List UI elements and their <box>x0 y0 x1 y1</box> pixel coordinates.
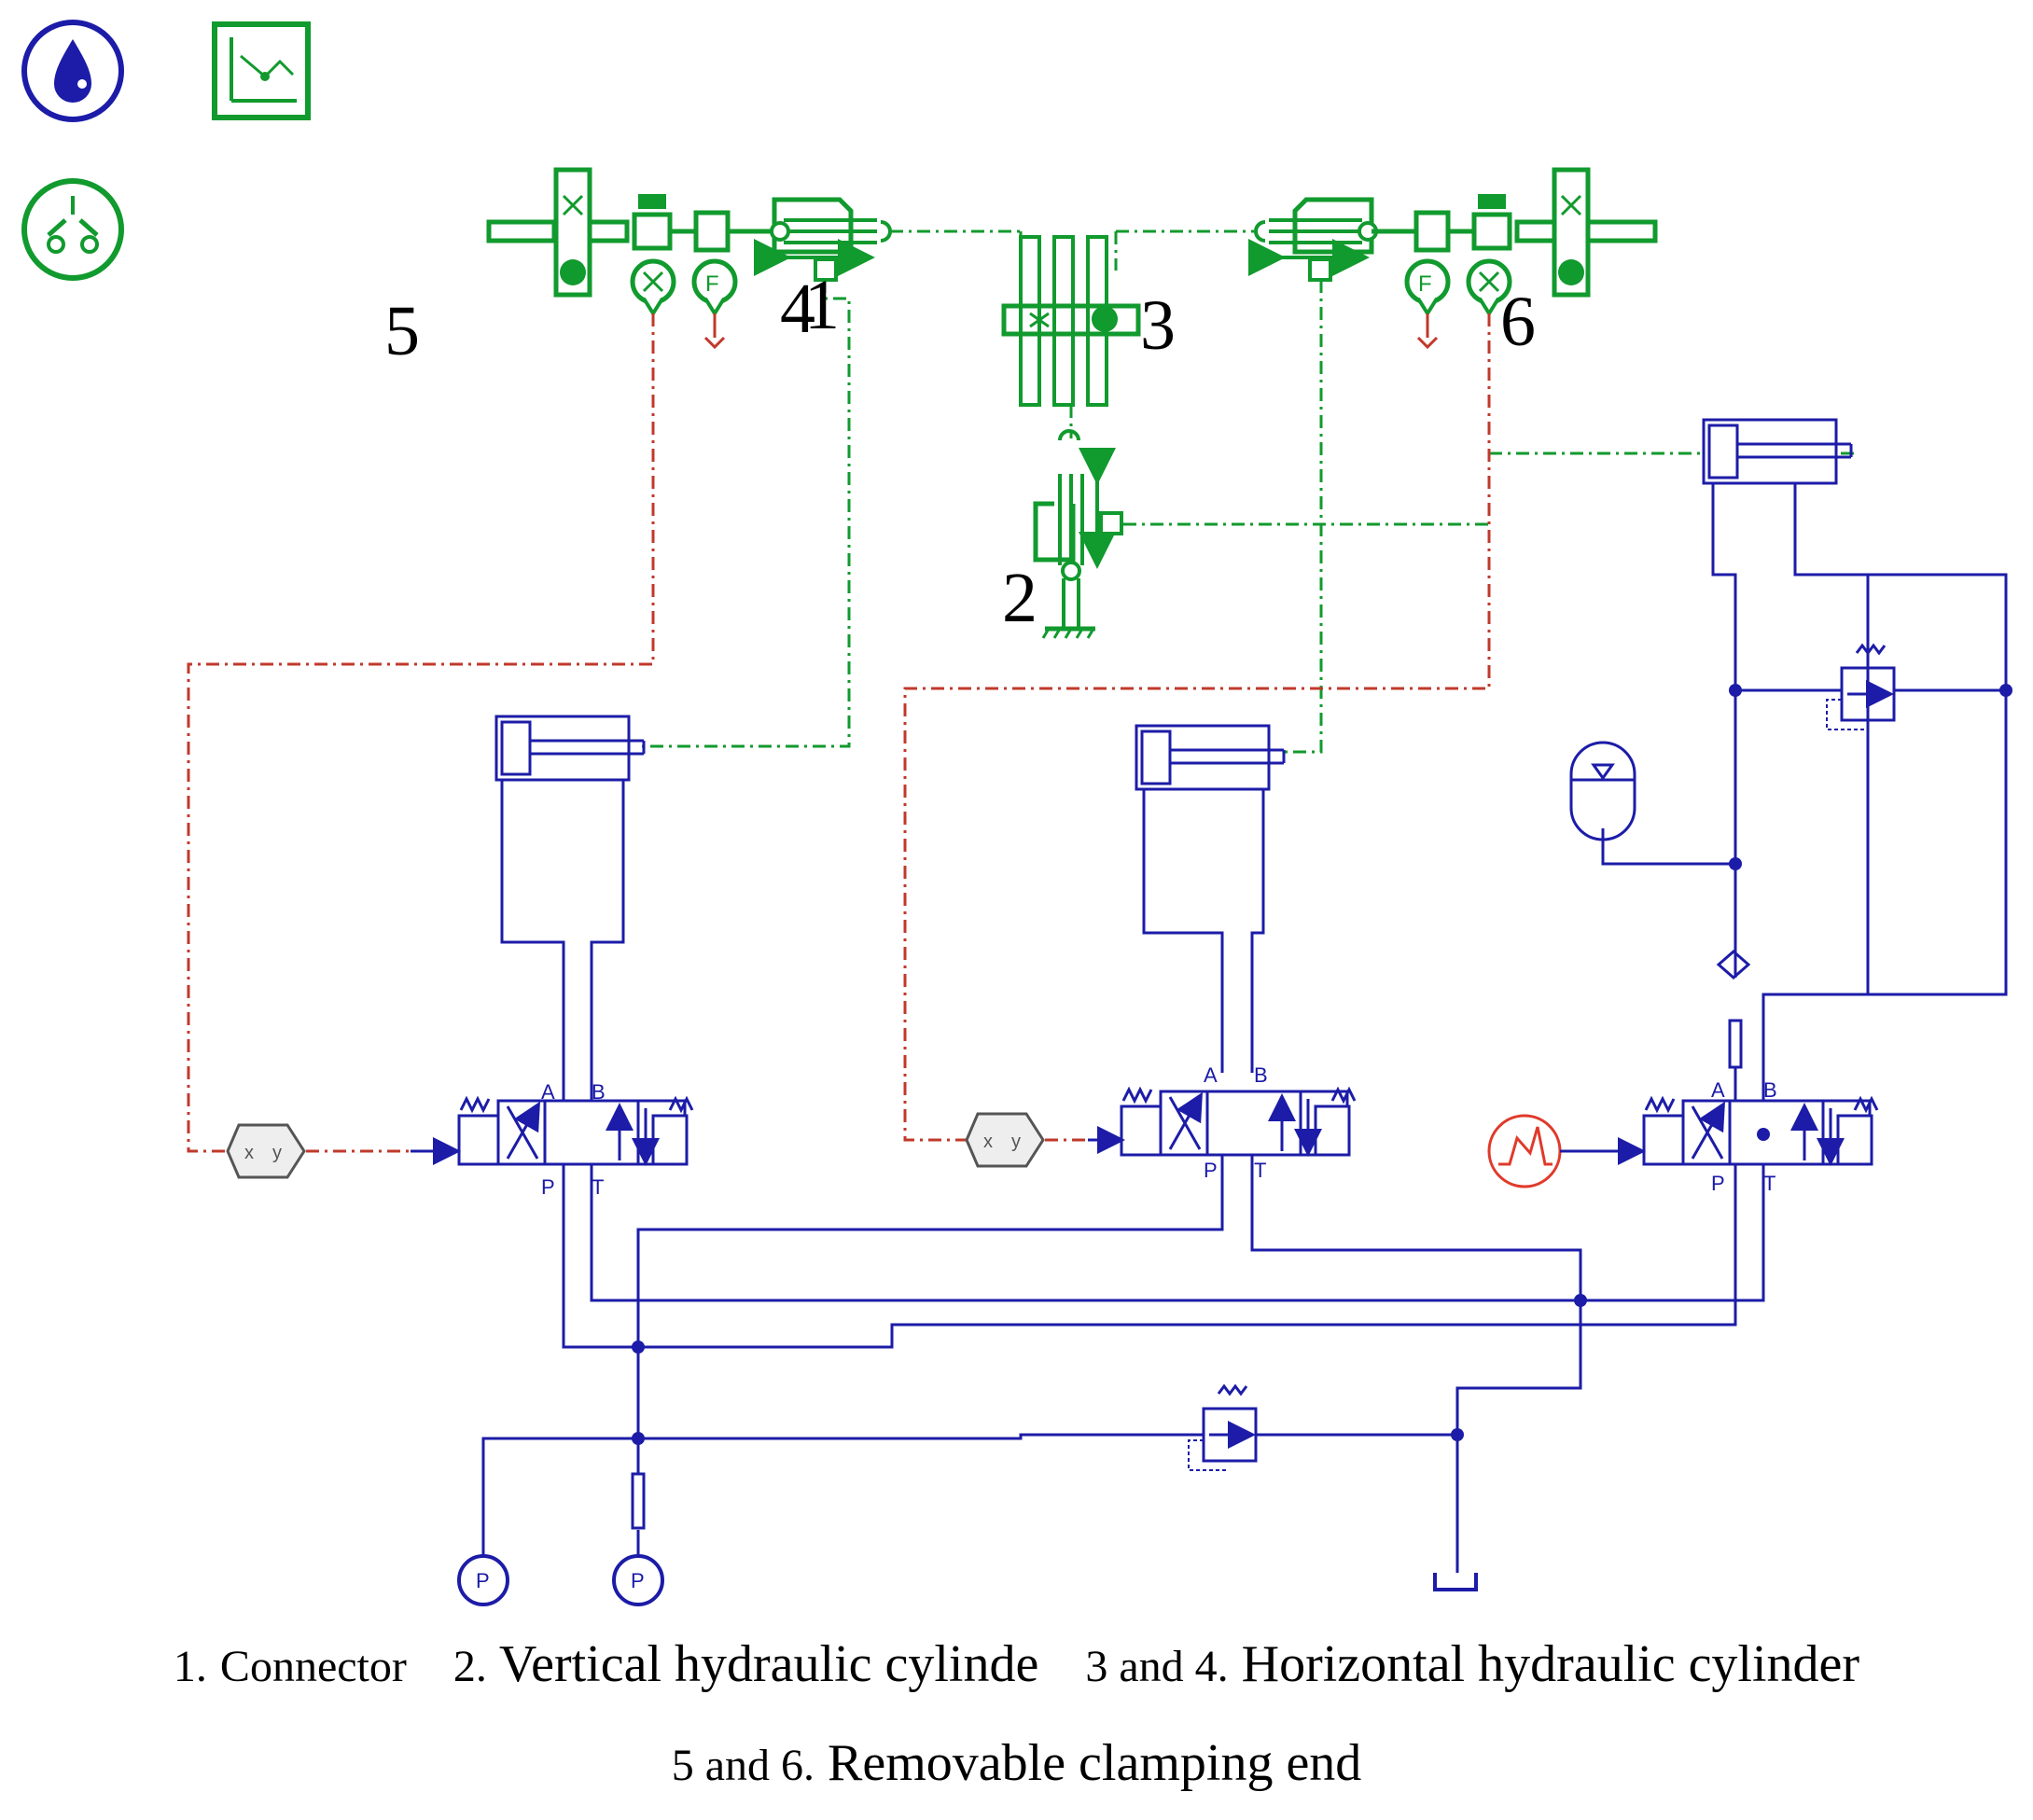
svg-text:F: F <box>1418 271 1432 297</box>
pump-left[interactable]: P <box>457 1554 509 1606</box>
port-b-left: B <box>592 1080 606 1104</box>
relief-valve-right[interactable] <box>1826 643 1896 730</box>
port-t-left: T <box>592 1175 604 1199</box>
caption-line-1: 1. Connector 2. Vertical hydraulic cylin… <box>0 1634 2033 1694</box>
hydraulic-cylinder-middle[interactable] <box>1135 724 1286 791</box>
port-b-right: B <box>1763 1078 1777 1102</box>
central-joint-block[interactable] <box>1001 235 1141 407</box>
horizontal-cylinder-right[interactable] <box>1248 197 1378 282</box>
port-a-middle: A <box>1204 1063 1218 1087</box>
caption-item-2-number: 2. <box>453 1642 487 1691</box>
label-left-clamping-end: 5 <box>384 292 420 370</box>
label-vertical-cylinder: 2 <box>1002 559 1037 637</box>
label-connector: 1 <box>804 266 840 344</box>
converter-y-label-middle: y <box>1011 1132 1021 1152</box>
hydraulic-cylinder-right[interactable] <box>1702 418 1853 485</box>
converter-x-label-left: x <box>244 1143 254 1163</box>
signal-source-icon[interactable] <box>1487 1114 1646 1188</box>
pump-left-label: P <box>476 1569 490 1592</box>
caption-item-1-text: Connector <box>219 1642 407 1691</box>
caption-item-2-text: Vertical hydraulic cylinde <box>498 1635 1039 1693</box>
caption-item-1-number: 1. <box>173 1642 207 1691</box>
hydraulic-cylinder-left[interactable] <box>494 715 646 782</box>
caption-item-3-number: 3 and 4. <box>1085 1642 1229 1691</box>
caption-item-5-6-text: Removable clamping end <box>828 1734 1362 1792</box>
valve-port-labels: A B P T A B P T A B P T <box>541 1063 1777 1199</box>
junction-dots <box>632 684 2012 1445</box>
svg-text:F: F <box>705 271 719 297</box>
signal-converter-middle[interactable]: x y <box>965 1112 1045 1168</box>
directional-valve-right[interactable] <box>1642 1099 1879 1166</box>
port-b-middle: B <box>1254 1063 1268 1087</box>
caption-item-5-6-number: 5 and 6. <box>671 1741 815 1790</box>
directional-valve-middle[interactable] <box>1120 1090 1357 1157</box>
pump-right-label: P <box>631 1569 645 1592</box>
tank-icon <box>1433 1573 1478 1591</box>
port-p-right: P <box>1711 1172 1725 1195</box>
accumulator-icon[interactable] <box>1569 741 1636 841</box>
converter-x-label-middle: x <box>983 1132 993 1152</box>
hydraulic-fluid-icon[interactable] <box>21 20 124 122</box>
horizontal-cylinder-left[interactable] <box>754 197 892 282</box>
port-p-middle: P <box>1204 1159 1218 1182</box>
caption-line-2: 5 and 6. Removable clamping end <box>0 1733 2033 1793</box>
label-horizontal-cylinder: 4 <box>780 270 815 348</box>
label-joint-block: 3 <box>1140 286 1176 365</box>
caption-item-3-text: Horizontal hydraulic cylinder <box>1241 1635 1860 1693</box>
mechanical-connections <box>640 229 1857 754</box>
check-valve-icon[interactable] <box>1716 950 1751 979</box>
signal-connections <box>187 313 1491 1153</box>
hydraulic-lines <box>481 483 2008 1573</box>
port-t-right: T <box>1763 1172 1775 1195</box>
port-a-left: A <box>541 1080 555 1104</box>
converter-y-label-left: y <box>272 1143 282 1163</box>
port-a-right: A <box>1711 1078 1725 1102</box>
plot-icon[interactable] <box>212 21 311 120</box>
port-t-middle: T <box>1254 1159 1266 1182</box>
planar-mechanics-icon[interactable] <box>21 178 124 281</box>
directional-valve-left[interactable] <box>457 1082 694 1166</box>
relief-valve-bottom[interactable] <box>1188 1383 1258 1471</box>
vertical-cylinder[interactable] <box>1033 429 1123 639</box>
signal-converter-left[interactable]: x y <box>226 1123 306 1179</box>
label-right-clamping-end: 6 <box>1500 283 1536 361</box>
port-p-left: P <box>541 1175 555 1199</box>
right-clamping-end[interactable]: F <box>1372 167 1658 350</box>
left-clamping-end[interactable]: F <box>486 167 771 350</box>
pump-right[interactable]: P <box>612 1554 664 1606</box>
